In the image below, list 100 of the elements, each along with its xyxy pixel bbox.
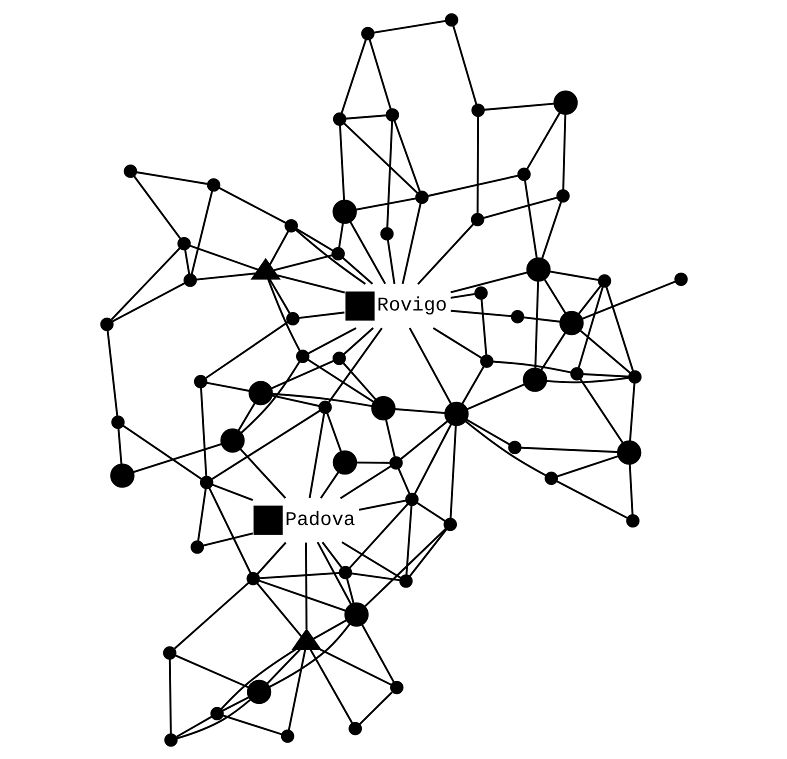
connector	[386, 239, 395, 284]
connector	[258, 579, 346, 612]
connector	[450, 292, 474, 298]
connector	[174, 654, 248, 688]
connector	[432, 326, 482, 358]
connector	[308, 413, 325, 498]
connector	[136, 170, 207, 184]
connector	[348, 502, 408, 568]
connector	[320, 471, 339, 498]
node-dot	[570, 366, 584, 380]
connector	[461, 366, 484, 404]
node-dot	[280, 728, 294, 742]
node-label: Rovigo	[376, 294, 447, 316]
node-dot	[318, 400, 332, 414]
node-dot	[544, 471, 558, 484]
connector	[340, 540, 401, 578]
connector	[358, 691, 392, 724]
node-circle	[344, 602, 368, 626]
connector	[384, 419, 396, 456]
connector	[414, 423, 452, 494]
connector	[208, 487, 251, 573]
node-dot	[385, 108, 399, 122]
node-dot	[516, 167, 530, 180]
connector	[546, 376, 628, 383]
node-dot	[332, 112, 346, 126]
connector	[464, 420, 546, 476]
connector	[307, 358, 374, 402]
connector	[272, 392, 372, 407]
connector	[523, 316, 560, 322]
node-dot	[674, 272, 688, 286]
connector	[342, 362, 376, 400]
node-dot	[508, 440, 521, 454]
node-circle	[248, 380, 272, 405]
connector	[328, 327, 382, 402]
connector	[350, 572, 400, 581]
connector	[346, 578, 354, 603]
node-dot	[470, 103, 484, 116]
connector	[520, 446, 617, 452]
connector	[562, 114, 566, 190]
node-dot	[556, 188, 570, 202]
node-dot	[404, 492, 418, 506]
node-dot	[296, 349, 309, 363]
connector	[577, 286, 604, 368]
connector	[342, 256, 373, 284]
node-dot	[443, 517, 456, 531]
connector	[582, 280, 676, 320]
connector	[218, 186, 286, 224]
connector	[338, 222, 344, 248]
connector	[271, 394, 319, 406]
node-dot	[123, 164, 137, 178]
connector	[240, 361, 300, 433]
connector	[466, 418, 510, 445]
connector	[190, 190, 213, 274]
connector	[256, 541, 286, 574]
connector	[408, 528, 447, 576]
connector	[404, 505, 412, 574]
node-dot	[193, 374, 207, 388]
connector	[356, 196, 416, 210]
connector	[577, 284, 601, 314]
node-triangle	[250, 257, 280, 280]
node-dot	[332, 351, 346, 365]
node-dot	[330, 246, 344, 260]
connector	[356, 461, 389, 464]
connector	[222, 714, 282, 735]
connector	[368, 39, 392, 109]
connector	[296, 228, 333, 251]
connector	[628, 382, 635, 440]
connector	[482, 196, 557, 218]
node-label: Padova	[284, 508, 355, 530]
node-dot	[380, 226, 394, 240]
connector	[476, 116, 479, 213]
connector	[268, 622, 350, 688]
node-circle	[444, 401, 468, 426]
connector	[304, 542, 307, 629]
connector	[239, 448, 286, 498]
connector	[345, 114, 386, 120]
connector	[326, 412, 342, 452]
node-circle	[526, 256, 550, 282]
connector	[312, 619, 346, 640]
connector	[168, 658, 172, 734]
node-circle	[558, 310, 584, 335]
connector	[298, 311, 344, 318]
connector	[492, 360, 571, 373]
connector	[449, 424, 456, 518]
connector	[176, 698, 250, 739]
connector	[340, 38, 366, 113]
connector	[117, 428, 122, 464]
node-dot	[388, 456, 402, 470]
connector	[416, 502, 445, 522]
connector	[358, 499, 406, 510]
connector	[342, 326, 374, 354]
connector	[259, 571, 339, 579]
connector	[416, 223, 474, 284]
connector	[339, 465, 391, 499]
connector	[556, 480, 627, 518]
connector	[408, 327, 452, 404]
connector	[266, 278, 300, 351]
node-triangle	[290, 628, 322, 650]
connector	[196, 272, 256, 280]
node-dot	[338, 565, 352, 579]
